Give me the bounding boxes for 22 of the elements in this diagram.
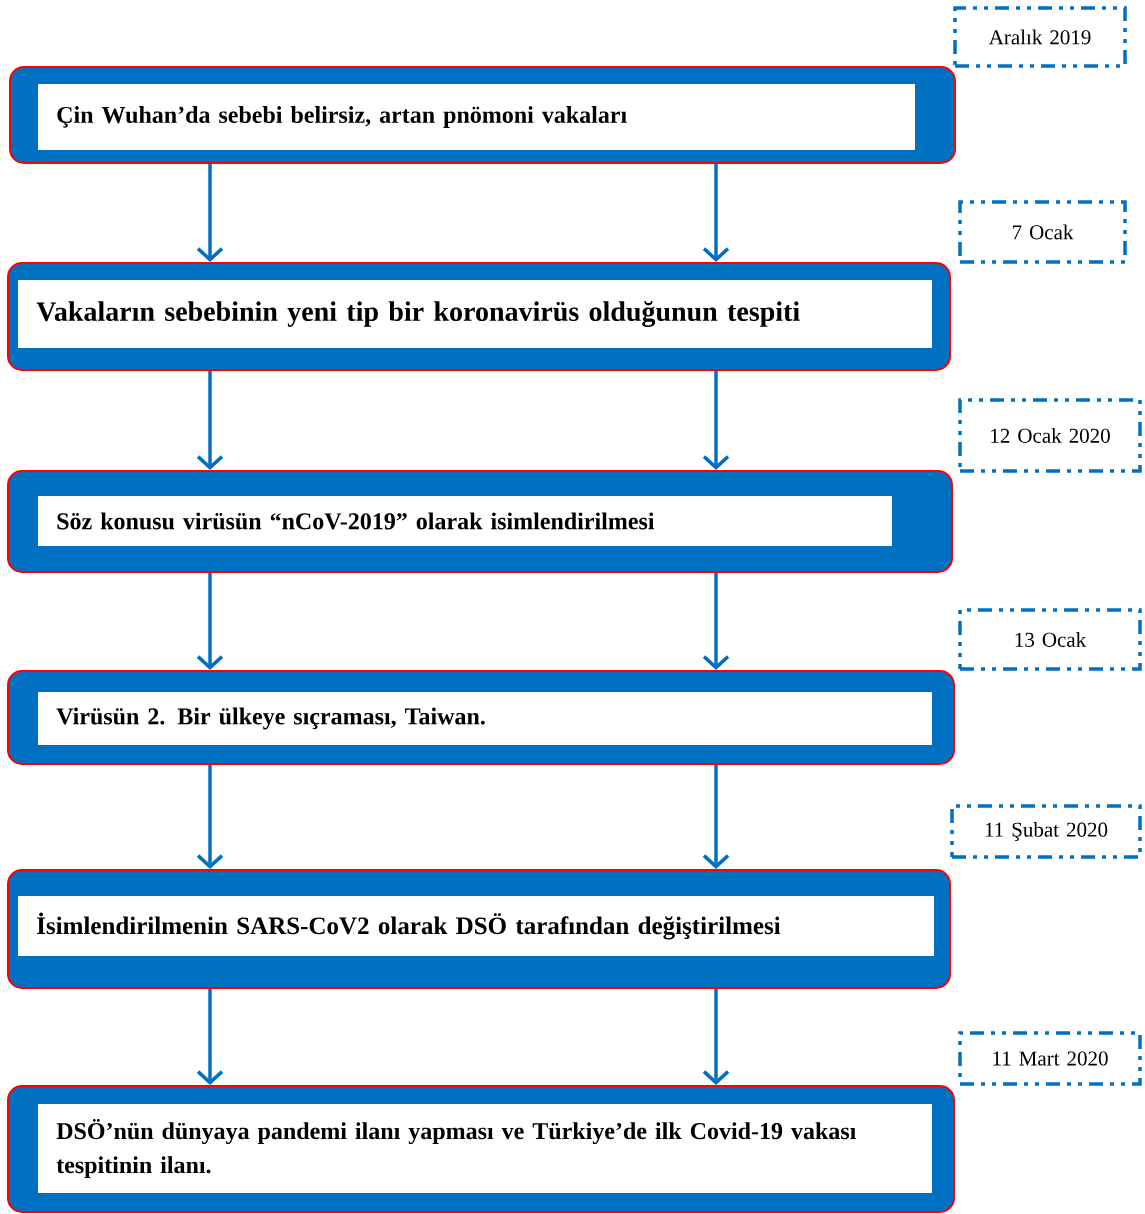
date-box: 13 Ocak: [958, 608, 1142, 671]
arrow: [196, 573, 224, 670]
arrow: [702, 371, 730, 470]
event-box: Söz konusu virüsün “nCoV-2019” olarak isimlendirilmesi: [7, 470, 953, 573]
date-box: 11 Şubat 2020: [950, 804, 1142, 859]
arrow: [196, 371, 224, 470]
date-box: 12 Ocak 2020: [958, 398, 1142, 473]
event-box: Virüsün 2. Bir ülkeye sıçraması, Taiwan.: [7, 670, 955, 765]
arrow: [196, 164, 224, 262]
date-box: 11 Mart 2020: [958, 1031, 1142, 1086]
event-box: DSÖ’nün dünyaya pandemi ilanı yapması ve Türkiye’de ilk Covid-19 vakası tespitinin ilanı.: [7, 1085, 955, 1213]
event-box: Vakaların sebebinin yeni tip bir koronavirüs olduğunun tespiti: [7, 262, 951, 371]
event-box: İsimlendirilmenin SARS-CoV2 olarak DSÖ tarafından değiştirilmesi: [7, 869, 951, 989]
event-box: Çin Wuhan’da sebebi belirsiz, artan pnömoni vakaları: [9, 66, 956, 164]
date-box: 7 Ocak: [958, 200, 1127, 264]
arrow: [702, 573, 730, 670]
arrow: [196, 765, 224, 869]
arrow: [702, 164, 730, 262]
arrow: [196, 989, 224, 1085]
arrow: [702, 989, 730, 1085]
arrow: [702, 765, 730, 869]
date-box: Aralık 2019: [953, 6, 1127, 68]
